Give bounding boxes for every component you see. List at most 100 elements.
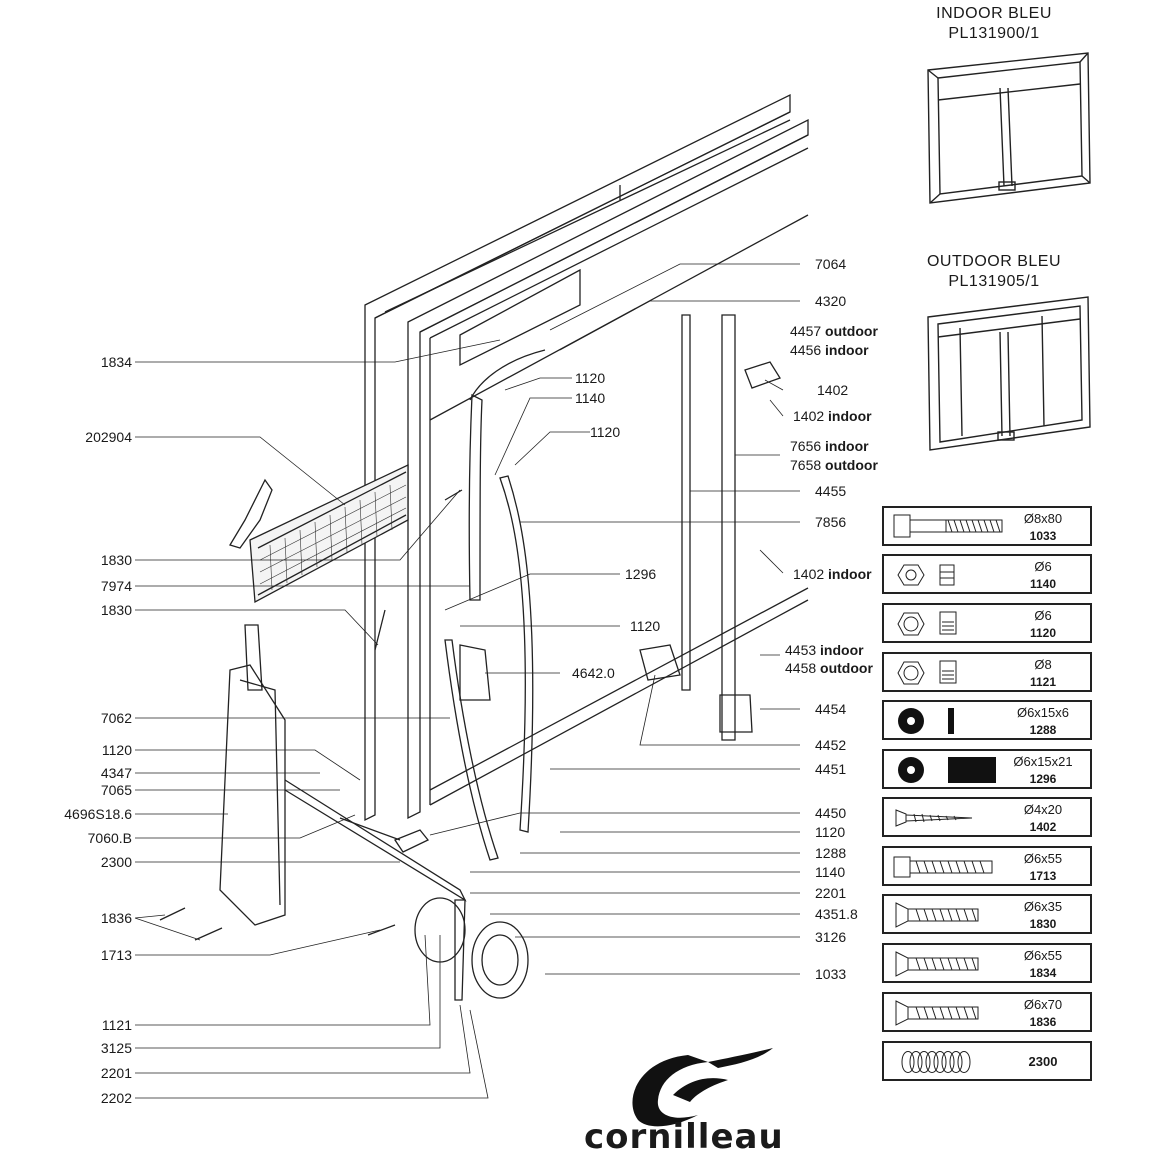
callout-right: 4452 [815,737,846,753]
callout-code: 1033 [815,966,846,982]
hex-bolt-icon [892,511,1012,543]
callout-right: 4320 [815,293,846,309]
hardware-ref: 1033 [1029,529,1057,543]
callout-right: 4454 [815,701,846,717]
callout-left: 1121 [102,1017,132,1033]
callout-left: 2202 [101,1090,132,1106]
callout-right: 4351.8 [815,906,858,922]
countersunk-screw-icon [892,899,1012,931]
countersunk-screw-icon [892,948,1012,980]
callout-right: 4456 indoor [790,342,869,358]
callout-right: 1120 [590,424,620,440]
callout-right: 1296 [625,566,656,582]
callout-right: 4455 [815,483,846,499]
wheels [414,897,529,1001]
callout-code: 7658 [790,457,821,473]
callout-note: indoor [824,408,872,424]
callout-note: indoor [816,642,864,658]
callout-code: 1402 [817,382,848,398]
callout-right: 4450 [815,805,846,821]
callout-code: 1140 [575,390,605,406]
callout-note: outdoor [821,323,878,339]
washer-icon [892,705,1012,737]
hardware-ref: 1120 [1029,626,1057,640]
callout-right: 2201 [815,885,846,901]
callout-left: 4347 [101,765,132,781]
callout-code: 1120 [630,618,660,634]
hardware-spec: Ø6x55 [1023,948,1063,963]
hardware-item-1713: Ø6x55 1713 [882,846,1092,886]
hardware-spec: Ø6x55 [1023,851,1063,866]
callout-left: 7060.B [88,830,132,846]
callout-left: 4696S18.6 [64,806,132,822]
callout-right: 1402 indoor [793,566,872,582]
callout-right: 1402 indoor [793,408,872,424]
callout-code: 2201 [815,885,846,901]
callout-code: 4456 [790,342,821,358]
hardware-ref: 1830 [1029,917,1057,931]
callout-code: 7064 [815,256,846,272]
countersunk-screw-icon [892,997,1012,1029]
callout-code: 4454 [815,701,846,717]
outdoor-panel-thumbnail [927,296,1091,451]
callout-note: outdoor [821,457,878,473]
callout-code: 1140 [815,864,845,880]
callout-right: 4457 outdoor [790,323,878,339]
callout-code: 1402 [793,408,824,424]
cornilleau-logo [632,1048,773,1127]
callout-code: 3126 [815,929,846,945]
callout-code: 1296 [625,566,656,582]
hardware-spec: Ø6 [1034,559,1052,574]
callout-left: 3125 [101,1040,132,1056]
callout-right: 4453 indoor [785,642,864,658]
callout-left: 1713 [101,947,132,963]
hardware-ref: 1121 [1029,675,1057,689]
callout-note: outdoor [816,660,873,676]
leg-assembly [219,624,467,926]
callout-code: 1120 [815,824,845,840]
callout-right: 1120 [575,370,605,386]
hardware-spec: Ø6 [1034,608,1052,623]
callout-right: 4642.0 [572,665,615,681]
locking-rods [639,314,781,741]
support-arms [444,349,546,861]
brand-name: cornilleau [584,1117,784,1157]
outdoor-panel-ref: PL131905/1 [948,273,1040,290]
indoor-panel-thumbnail [927,52,1091,204]
spring-icon [892,1046,1012,1078]
hardware-ref: 1834 [1029,966,1057,980]
table-half-back [364,93,791,822]
hex-screw-icon [892,851,1012,883]
hardware-ref: 1713 [1029,869,1057,883]
callout-left: 1830 [101,552,132,568]
callout-code: 1120 [590,424,620,440]
callout-left: 7974 [101,578,132,594]
hardware-spec: Ø6x70 [1023,997,1063,1012]
callout-left: 7062 [101,710,132,726]
callout-right: 4458 outdoor [785,660,873,676]
indoor-panel-name: INDOOR BLEU [936,5,1052,22]
hardware-ref: 1836 [1029,1015,1057,1029]
callout-right: 1288 [815,845,846,861]
callout-code: 4351.8 [815,906,858,922]
callout-code: 1402 [793,566,824,582]
callout-code: 4452 [815,737,846,753]
callout-code: 1120 [575,370,605,386]
callout-left: 1830 [101,602,132,618]
hex-nut-icon [892,559,1012,591]
leader-lines [134,263,800,1099]
callout-left: 2201 [101,1065,132,1081]
callout-code: 7656 [790,438,821,454]
callout-right: 7856 [815,514,846,530]
hardware-ref: 2300 [1028,1054,1058,1069]
callout-right: 7658 outdoor [790,457,878,473]
callout-code: 7856 [815,514,846,530]
lock-nut-icon [892,657,1012,689]
callout-left: 202904 [85,429,132,445]
callout-left: 1120 [102,742,132,758]
hardware-spec: Ø4x20 [1023,802,1063,817]
